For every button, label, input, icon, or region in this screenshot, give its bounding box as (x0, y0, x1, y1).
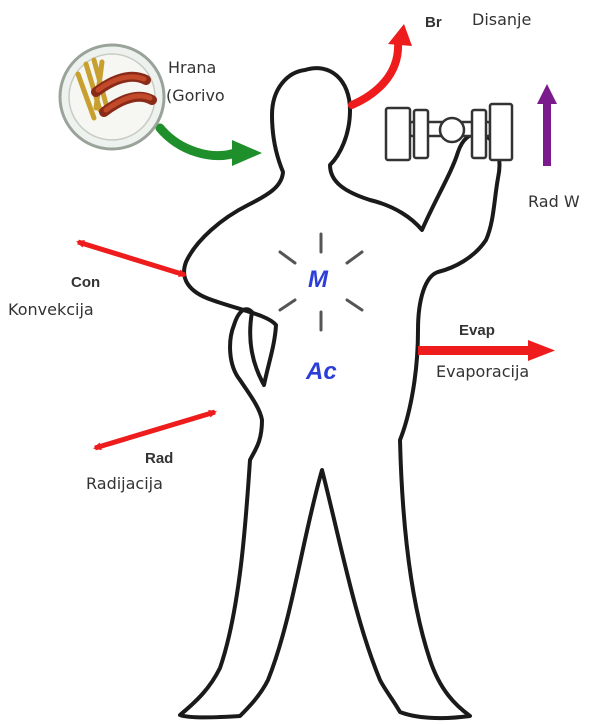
radijacija-label: Radijacija (86, 474, 163, 493)
radiation-arrow (95, 412, 215, 448)
accumulation-symbol: Ac (306, 358, 337, 386)
gorivo-label: (Gorivo (166, 86, 225, 105)
breathing-arrow (352, 24, 412, 105)
evaporacija-label: Evaporacija (436, 362, 529, 381)
human-silhouette (180, 68, 499, 718)
work-arrow (537, 84, 557, 166)
hrana-label: Hrana (168, 58, 216, 77)
con-label: Con (71, 274, 100, 291)
convection-arrow (78, 242, 185, 275)
evaporation-arrow (418, 340, 555, 361)
rad-label: Rad (145, 450, 173, 467)
rad-w-label: Rad W (528, 192, 580, 211)
food-intake-arrow (160, 128, 262, 166)
food-plate-icon (60, 45, 164, 149)
metabolism-symbol: M (308, 266, 328, 294)
br-label: Br (425, 14, 442, 31)
disanje-label: Disanje (472, 10, 531, 29)
evap-label: Evap (459, 322, 495, 339)
dumbbell-icon (386, 104, 512, 160)
konvekcija-label: Konvekcija (8, 300, 94, 319)
